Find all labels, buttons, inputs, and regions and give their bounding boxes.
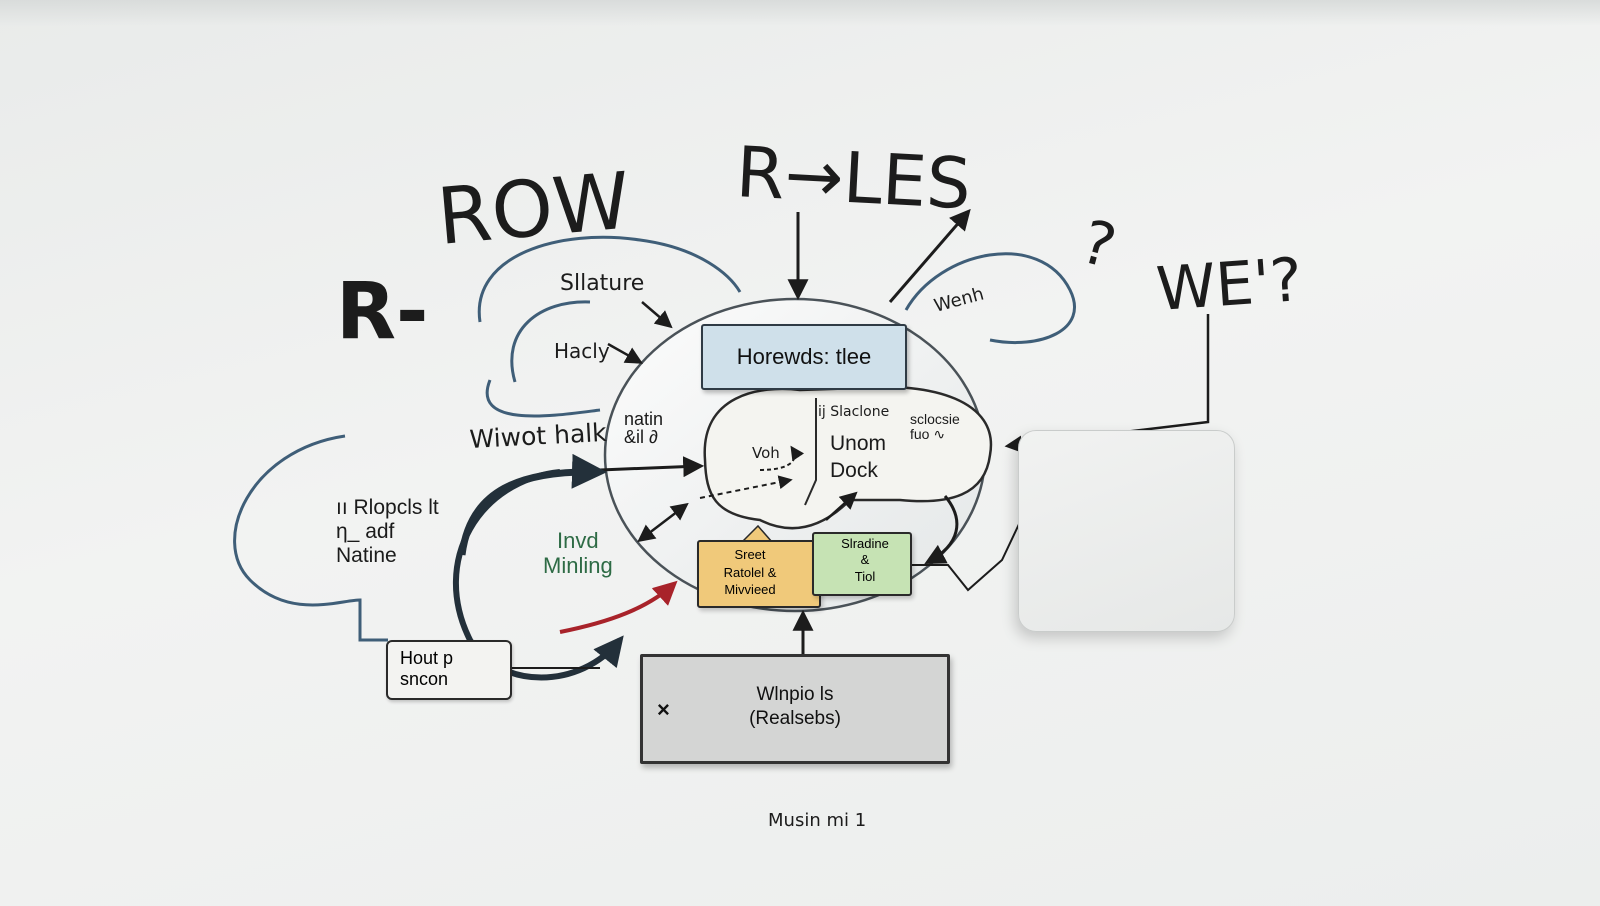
arrow-diagonal-up [888,208,971,303]
label-wenh: Wenh [932,283,986,316]
arrow-right-curve [924,495,959,564]
green-card[interactable]: Slradine & Tiol [812,532,912,596]
arrow-double [637,502,689,543]
title-left-fragment: R- [336,267,428,357]
label-sclocsie: sclocsie fuo ∿ [910,411,960,443]
label-wiwot: Wiwot halk [469,418,608,454]
title-right: WE'? [1154,245,1304,325]
arrow-hacly [607,342,644,364]
label-ripplecle: ıı Rlopcls lt η_ adf Natine [336,496,439,568]
label-unom: Unom Dock [830,432,887,483]
bottom-box[interactable]: × Wlnpio ls (Realsebs) [640,654,950,764]
label-slaclone: ij Slaclone [818,404,889,420]
inner-divider [804,398,817,506]
small-card[interactable]: Hout p sncon [386,640,512,700]
close-icon[interactable]: × [657,697,670,722]
small-card-text: Hout p sncon [400,648,454,689]
label-natin: natin &il ∂ [624,409,664,447]
bottom-box-line1: Wlnpio ls [756,684,834,705]
dark-curve-arrow-2 [452,469,624,681]
connector-to-panel [912,521,1021,592]
orange-card-text: Sreet Ratolel & Mivvieed [723,547,777,598]
footer-text: Musin mi 1 [768,810,866,831]
blank-panel[interactable] [1018,430,1235,632]
arrow-vol [759,445,805,471]
bottom-box-text: Wlnpio ls (Realsebs) [643,683,947,731]
title-main: ROW [434,156,634,262]
label-hacly: Hacly [554,339,610,363]
title-card[interactable]: Horewds: tlee [701,324,907,390]
green-card-text: Slradine & Tiol [841,536,889,584]
upper-left-loop [485,379,601,418]
inner-loop [510,300,591,383]
title-arrow-part: R→LES [734,131,973,225]
top-loop [477,235,742,323]
right-loop [904,252,1077,345]
bottom-box-line2: (Realsebs) [749,707,841,729]
arrow-sllature [641,301,673,329]
top-edge-shadow [0,0,1600,26]
arrow-panel-in [1004,314,1210,454]
label-top-loop: Sllature [560,271,644,296]
red-curve-arrow [559,580,678,634]
label-invd: Invd Minling [543,528,613,579]
label-vol: Voh [752,444,780,462]
title-question: ? [1074,207,1123,283]
left-big-loop [233,434,388,642]
arrow-to-unom [825,491,858,521]
orange-card[interactable]: Sreet Ratolel & Mivvieed [697,540,821,608]
arrow-inner-dashed [699,475,793,499]
arrow-left-in [599,456,705,478]
